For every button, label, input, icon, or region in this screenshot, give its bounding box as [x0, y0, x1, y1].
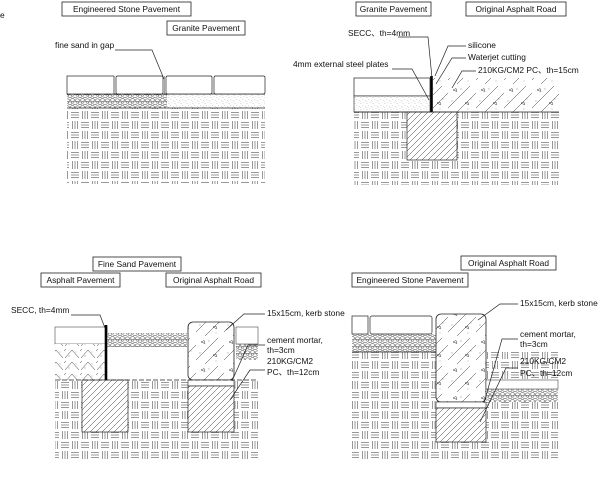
asphalt-right — [485, 379, 559, 390]
note-mortar: cement mortar, — [267, 335, 323, 345]
tag-asphalt-text: Asphalt Pavement — [47, 275, 116, 285]
note-pc-thickness: PC、th=12cm — [267, 367, 319, 377]
tag-engineered-stone-text: Engineered Stone Pavement — [356, 275, 464, 285]
note-pc-concrete: 210KG/CM2 PC、th=15cm — [478, 65, 579, 75]
note-pc-strength: 210KG/CM2 — [520, 356, 566, 366]
note-steel-plates: 4mm external steel plates — [293, 59, 388, 69]
gravel-base — [352, 334, 436, 352]
tag-engineered-stone — [61, 1, 192, 17]
detail-b: Granite Pavement Original Asphalt Road S… — [293, 1, 579, 185]
note-pc-thickness: PC、th=12cm — [520, 368, 572, 378]
concrete-slab — [433, 78, 559, 112]
tag-original-asphalt-text: Original Asphalt Road — [475, 4, 556, 14]
detail-a: Engineered Stone Pavement Granite Paveme… — [55, 1, 266, 184]
gravel-left — [55, 344, 107, 380]
tag-asphalt — [40, 272, 121, 288]
tag-original-asphalt — [165, 272, 262, 288]
paver-slabs — [351, 315, 433, 335]
mortar-bed — [187, 379, 235, 387]
tag-engineered-stone — [351, 272, 469, 288]
gravel-middle — [107, 333, 187, 347]
tag-granite — [355, 1, 432, 17]
note-mortar: cement mortar, — [520, 329, 576, 339]
note-mortar-thickness: th=3cm — [267, 345, 295, 355]
gravel-right — [486, 389, 558, 402]
note-kerb-stone: 15x15cm, kerb stone — [267, 308, 345, 318]
tag-engineered-stone-text: Engineered Stone Pavement — [73, 4, 181, 14]
note-secc: SECC, th=4mm — [11, 305, 69, 315]
tag-original-asphalt-text: Original Asphalt Road — [468, 258, 549, 268]
asphalt-right — [235, 326, 259, 345]
note-secc: SECC、th=4mm — [348, 28, 410, 38]
gravel-base — [353, 95, 431, 113]
concrete-footing — [81, 379, 129, 433]
kerb-stone — [187, 321, 235, 381]
paver-slabs — [66, 75, 266, 95]
sand-base — [167, 94, 265, 108]
pc-concrete — [187, 385, 235, 433]
tag-original-asphalt — [465, 1, 567, 17]
tag-granite-text: Granite Pavement — [172, 23, 240, 33]
detail-d: Original Asphalt Road Engineered Stone P… — [351, 255, 598, 460]
detail-c: Fine Sand Pavement Asphalt Pavement Orig… — [11, 256, 345, 460]
note-waterjet: Waterjet cutting — [468, 52, 526, 62]
sheet-edge-mark: e — [0, 10, 5, 20]
gravel-base — [67, 94, 167, 108]
note-silicone: silicone — [468, 40, 496, 50]
concrete-footing — [406, 111, 458, 161]
tag-fine-sand — [92, 256, 182, 272]
note-fine-sand: fine sand in gap — [55, 40, 114, 50]
note-kerb-stone: 15x15cm, kerb stone — [520, 298, 598, 308]
tag-granite-text: Granite Pavement — [360, 4, 428, 14]
subgrade-hatch — [67, 108, 265, 184]
note-pc-strength: 210KG/CM2 — [267, 356, 313, 366]
note-mortar-thickness: th=3cm — [520, 339, 548, 349]
pc-concrete — [435, 407, 487, 443]
tag-fine-sand-text: Fine Sand Pavement — [98, 259, 177, 269]
tag-original-asphalt-text: Original Asphalt Road — [173, 275, 254, 285]
asphalt-top — [54, 326, 108, 345]
gravel-right — [236, 344, 258, 360]
tag-granite — [166, 20, 246, 36]
mortar-bed — [435, 401, 487, 409]
kerb-stone — [435, 313, 487, 403]
tag-original-asphalt — [460, 255, 557, 271]
